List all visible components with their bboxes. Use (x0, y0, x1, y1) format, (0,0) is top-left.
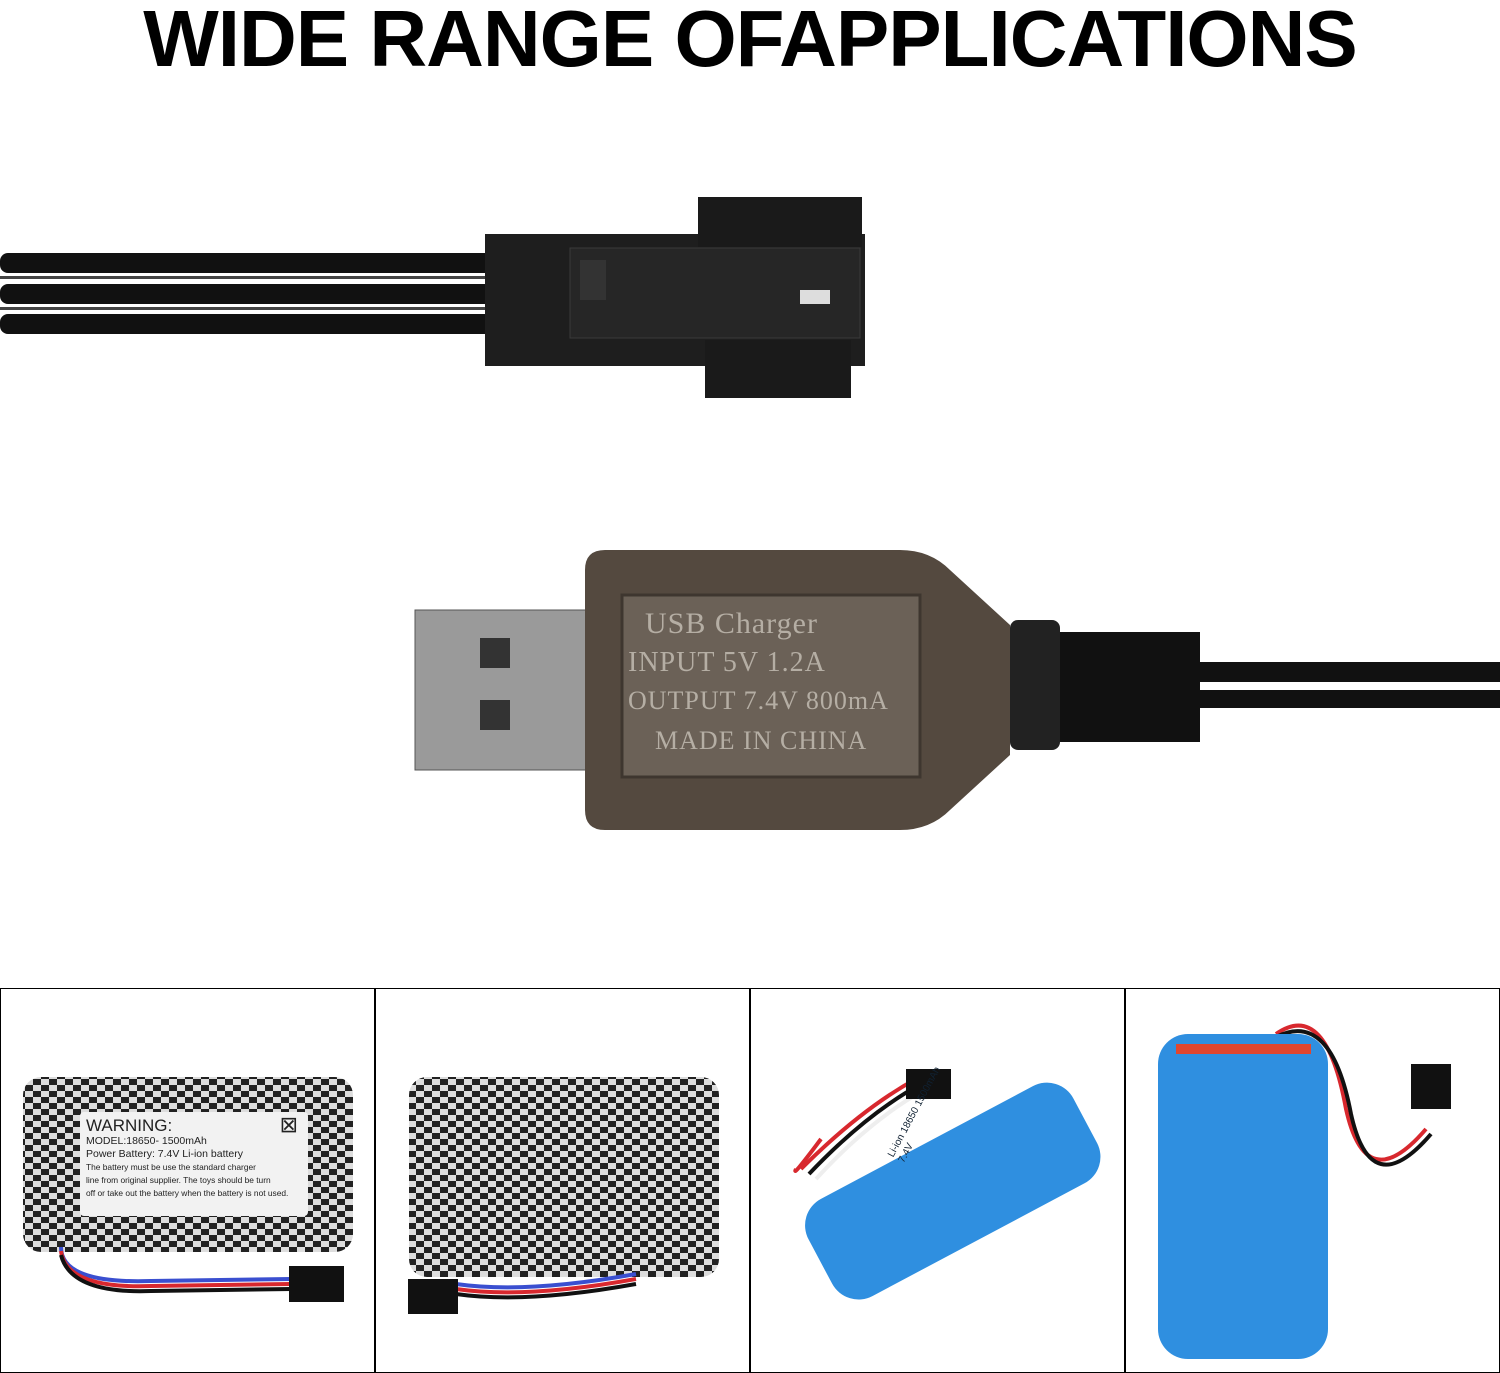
usb-charger-image (414, 550, 1500, 830)
battery-panel-2 (375, 988, 750, 1373)
checkered-battery (408, 1077, 719, 1314)
label-text-3: off or take out the battery when the bat… (86, 1188, 289, 1198)
label-text-1: The battery must be use the standard cha… (86, 1162, 256, 1172)
battery-panel-3: Li-ion 18650 1500mAh 7.4V (750, 988, 1125, 1373)
blue-battery (793, 1069, 1101, 1300)
charger-embossed-line4: MADE IN CHINA (655, 726, 868, 755)
battery-warning-label: WARNING: MODEL:18650- 1500mAh Power Batt… (80, 1112, 308, 1216)
label-text-2: line from original supplier. The toys sh… (86, 1175, 271, 1185)
connector-housing (485, 197, 865, 398)
wires (0, 253, 500, 334)
charger-embossed-line1: USB Charger (645, 607, 818, 640)
battery-panel-4 (1125, 988, 1500, 1373)
recycle-bin-crossed-icon: ⊠ (279, 1112, 298, 1137)
label-warning: WARNING: (86, 1116, 173, 1135)
page-title: WIDE RANGE OFAPPLICATIONS (143, 0, 1358, 83)
label-power: Power Battery: 7.4V Li-ion battery (86, 1148, 243, 1160)
charger-embossed-line2: INPUT 5V 1.2A (628, 647, 826, 678)
label-model: MODEL:18650- 1500mAh (86, 1135, 207, 1147)
blue-battery-upright (1158, 1023, 1451, 1359)
sm-connector-cable-image (0, 197, 865, 398)
charger-embossed-line3: OUTPUT 7.4V 800mA (628, 686, 889, 715)
